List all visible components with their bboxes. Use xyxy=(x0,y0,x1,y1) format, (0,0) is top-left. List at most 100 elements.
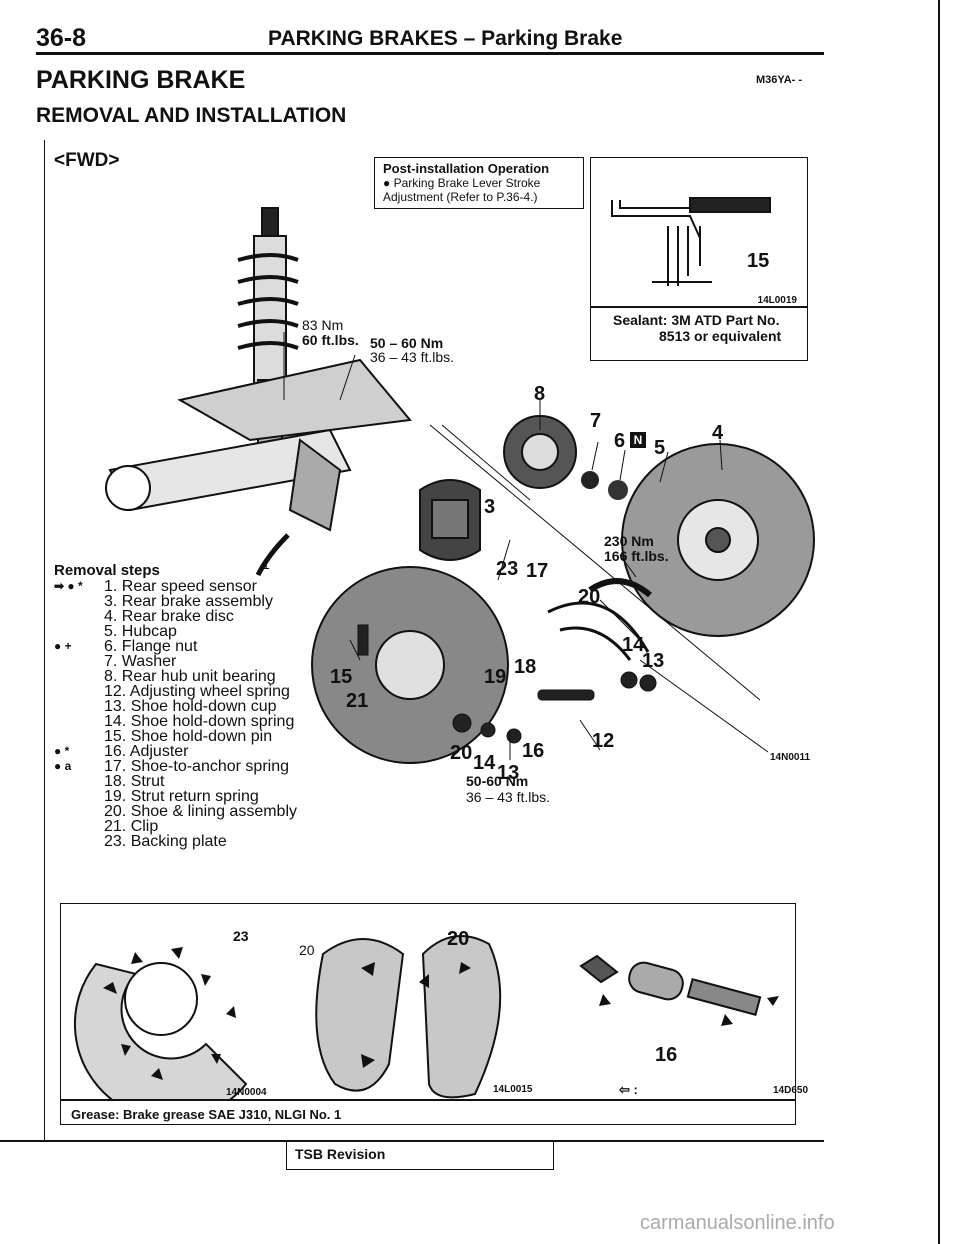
removal-step-text: 6. Flange nut xyxy=(104,638,198,655)
removal-step-text: 18. Strut xyxy=(104,773,165,790)
removal-step-text: 17. Shoe-to-anchor spring xyxy=(104,758,289,775)
removal-step-text: 5. Hubcap xyxy=(104,623,177,640)
small-parts-drawing xyxy=(357,624,657,744)
grease-detail-drawing xyxy=(73,935,779,1099)
bottom-callout-20b: 20 xyxy=(447,928,470,950)
callout-23: 23 xyxy=(496,558,519,580)
removal-step-text: 3. Rear brake assembly xyxy=(104,593,273,610)
removal-step-text: 19. Strut return spring xyxy=(104,788,259,805)
callout-14b: 14 xyxy=(473,752,496,774)
main-figure-code: 14N0011 xyxy=(770,752,811,763)
caliper-drawing xyxy=(419,479,481,561)
callout-7: 7 xyxy=(590,410,602,432)
page-subtitle: REMOVAL AND INSTALLATION xyxy=(36,104,347,127)
callout-6: 6 xyxy=(614,430,626,452)
callout-12: 12 xyxy=(592,730,615,752)
removal-step-text: 12. Adjusting wheel spring xyxy=(104,683,290,700)
removal-step-text: 20. Shoe & lining assembly xyxy=(104,803,297,820)
callout-16: 16 xyxy=(522,740,545,762)
grease-legend: ⇦ : xyxy=(619,1082,638,1097)
removal-step: 13. Shoe hold-down cup xyxy=(54,699,297,715)
removal-step-marker: ➡ ● * xyxy=(54,579,83,593)
sealant-line2: 8513 or equivalent xyxy=(659,328,782,344)
brake-disc-drawing xyxy=(621,443,815,637)
removal-step-text: 21. Clip xyxy=(104,818,159,835)
torque-2-nm: 50 – 60 Nm xyxy=(370,335,444,351)
removal-step: 3. Rear brake assembly xyxy=(54,593,297,610)
removal-step: 21. Clip xyxy=(54,818,297,835)
callout-15: 15 xyxy=(330,666,353,688)
torque-3-ft: 166 ft.lbs. xyxy=(604,548,669,564)
removal-step-text: 4. Rear brake disc xyxy=(104,608,234,625)
callout-21: 21 xyxy=(346,690,369,712)
removal-steps-title: Removal steps xyxy=(54,562,160,579)
suspension-arm-drawing xyxy=(105,358,412,532)
speed-sensor-drawing xyxy=(255,533,290,577)
bottom-code-1: 14N0004 xyxy=(226,1087,267,1098)
hub-bearing-drawing xyxy=(503,415,577,489)
callout-19: 19 xyxy=(484,666,507,688)
removal-step-text: 23. Backing plate xyxy=(104,833,227,850)
removal-step: ● + 6. Flange nut xyxy=(54,638,297,655)
bottom-callout-16: 16 xyxy=(655,1044,678,1066)
removal-step: 12. Adjusting wheel spring xyxy=(54,683,297,700)
removal-step-text: 8. Rear hub unit bearing xyxy=(104,668,276,685)
removal-step: 23. Backing plate xyxy=(54,833,297,850)
removal-step-text: 14. Shoe hold-down spring xyxy=(104,713,295,730)
doc-code: M36YA- - xyxy=(756,74,803,86)
flange-nut-drawing xyxy=(608,480,628,500)
bottom-separator xyxy=(61,1099,795,1101)
torque-3-nm: 230 Nm xyxy=(604,533,654,549)
callout-17: 17 xyxy=(526,560,549,582)
new-part-icon: N xyxy=(630,432,646,448)
torque-1-ft: 60 ft.lbs. xyxy=(302,332,359,348)
inset-code: 14L0019 xyxy=(757,295,797,306)
washer-drawing xyxy=(581,471,599,489)
callout-5: 5 xyxy=(654,437,666,459)
removal-step-marker: ● * xyxy=(54,744,70,758)
backing-plate-drawing xyxy=(311,566,509,764)
bottom-code-3: 14D650 xyxy=(773,1085,809,1096)
removal-step: 20. Shoe & lining assembly xyxy=(54,803,297,820)
inset-separator xyxy=(591,306,807,308)
removal-step: 7. Washer xyxy=(54,654,297,670)
callout-8: 8 xyxy=(534,383,546,405)
removal-step-text: 1. Rear speed sensor xyxy=(104,578,257,595)
frame-left-rule xyxy=(44,140,45,1140)
removal-step: 15. Shoe hold-down pin xyxy=(54,728,297,745)
callout-20: 20 xyxy=(578,586,601,608)
removal-step: 18. Strut xyxy=(54,773,297,790)
torque-1: 83 Nm 60 ft.lbs. xyxy=(302,318,359,348)
callout-20b: 20 xyxy=(450,742,473,764)
callout-1: 1 xyxy=(262,556,270,572)
post-installation-line1: ● Parking Brake Lever Stroke xyxy=(383,176,541,190)
bottom-callout-20a: 20 xyxy=(299,942,315,958)
bottom-callout-23: 23 xyxy=(233,928,249,944)
header-rule xyxy=(36,52,824,55)
removal-step-marker: ● + xyxy=(54,639,72,653)
watermark: carmanualsonline.info xyxy=(640,1212,835,1234)
grease-note: Grease: Brake grease SAE J310, NLGI No. … xyxy=(71,1107,342,1122)
sealant-line1: Sealant: 3M ATD Part No. xyxy=(613,312,780,328)
removal-step: 14. Shoe hold-down spring xyxy=(54,713,297,730)
page-title: PARKING BRAKE xyxy=(36,66,246,94)
footer-rule xyxy=(0,1140,824,1142)
removal-step: 5. Hubcap xyxy=(54,623,297,640)
grease-detail-box: 23 20 20 16 14N0004 14L0015 ⇦ : 14D650 G… xyxy=(60,903,808,1125)
page-code: 36-8 xyxy=(36,24,87,52)
removal-step: 4. Rear brake disc xyxy=(54,608,297,625)
torque-1-nm: 83 Nm xyxy=(302,317,344,333)
post-installation-title: Post-installation Operation xyxy=(383,161,550,176)
inset-drawing xyxy=(611,197,771,286)
removal-step-text: 15. Shoe hold-down pin xyxy=(104,728,273,745)
removal-step-text: 16. Adjuster xyxy=(104,743,189,760)
removal-step: ● * 16. Adjuster xyxy=(54,743,297,760)
fwd-label: <FWD> xyxy=(54,150,120,171)
section-title: PARKING BRAKES – Parking Brake xyxy=(268,27,623,50)
removal-step: 19. Strut return spring xyxy=(54,788,297,805)
torque-4-nm: 50-60 Nm xyxy=(466,773,529,789)
leader-lines xyxy=(283,332,769,760)
